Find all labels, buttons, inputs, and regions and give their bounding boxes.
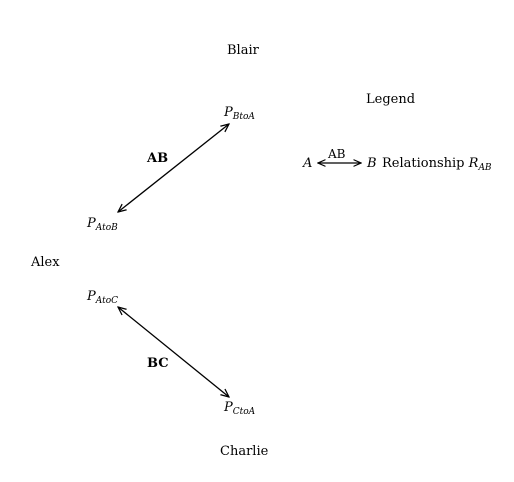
point-p-a-to-c-main: P <box>87 289 96 304</box>
point-p-a-to-c-sub: AtoC <box>95 296 119 306</box>
legend-var-b: B <box>367 156 377 171</box>
point-p-a-to-b-main: P <box>87 216 96 231</box>
bc-arrow <box>118 307 229 397</box>
point-p-c-to-a-main: P <box>224 400 233 415</box>
legend-var-a: A <box>303 156 313 171</box>
person-charlie: Charlie <box>220 444 269 459</box>
legend-arrow-label: AB <box>328 147 346 161</box>
person-alex: Alex <box>31 255 60 270</box>
point-p-b-to-a: PBtoA <box>224 105 255 122</box>
point-p-a-to-c: PAtoC <box>87 289 119 306</box>
edge-label-bc: BC <box>147 356 169 371</box>
legend-rel-main: R <box>468 156 479 171</box>
legend-relationship-text: Relationship <box>382 156 465 171</box>
legend-relationship: Relationship RAB <box>382 156 492 173</box>
ab-arrow <box>118 124 229 212</box>
point-p-c-to-a: PCtoA <box>224 400 256 417</box>
point-p-c-to-a-sub: CtoA <box>232 407 256 417</box>
point-p-b-to-a-main: P <box>224 105 233 120</box>
point-p-b-to-a-sub: BtoA <box>232 112 255 122</box>
point-p-a-to-b-sub: AtoB <box>95 223 118 233</box>
edge-label-ab: AB <box>147 151 169 166</box>
person-blair: Blair <box>227 43 259 58</box>
legend-rel-sub: AB <box>478 163 492 173</box>
legend-title: Legend <box>366 92 416 107</box>
point-p-a-to-b: PAtoB <box>87 216 118 233</box>
